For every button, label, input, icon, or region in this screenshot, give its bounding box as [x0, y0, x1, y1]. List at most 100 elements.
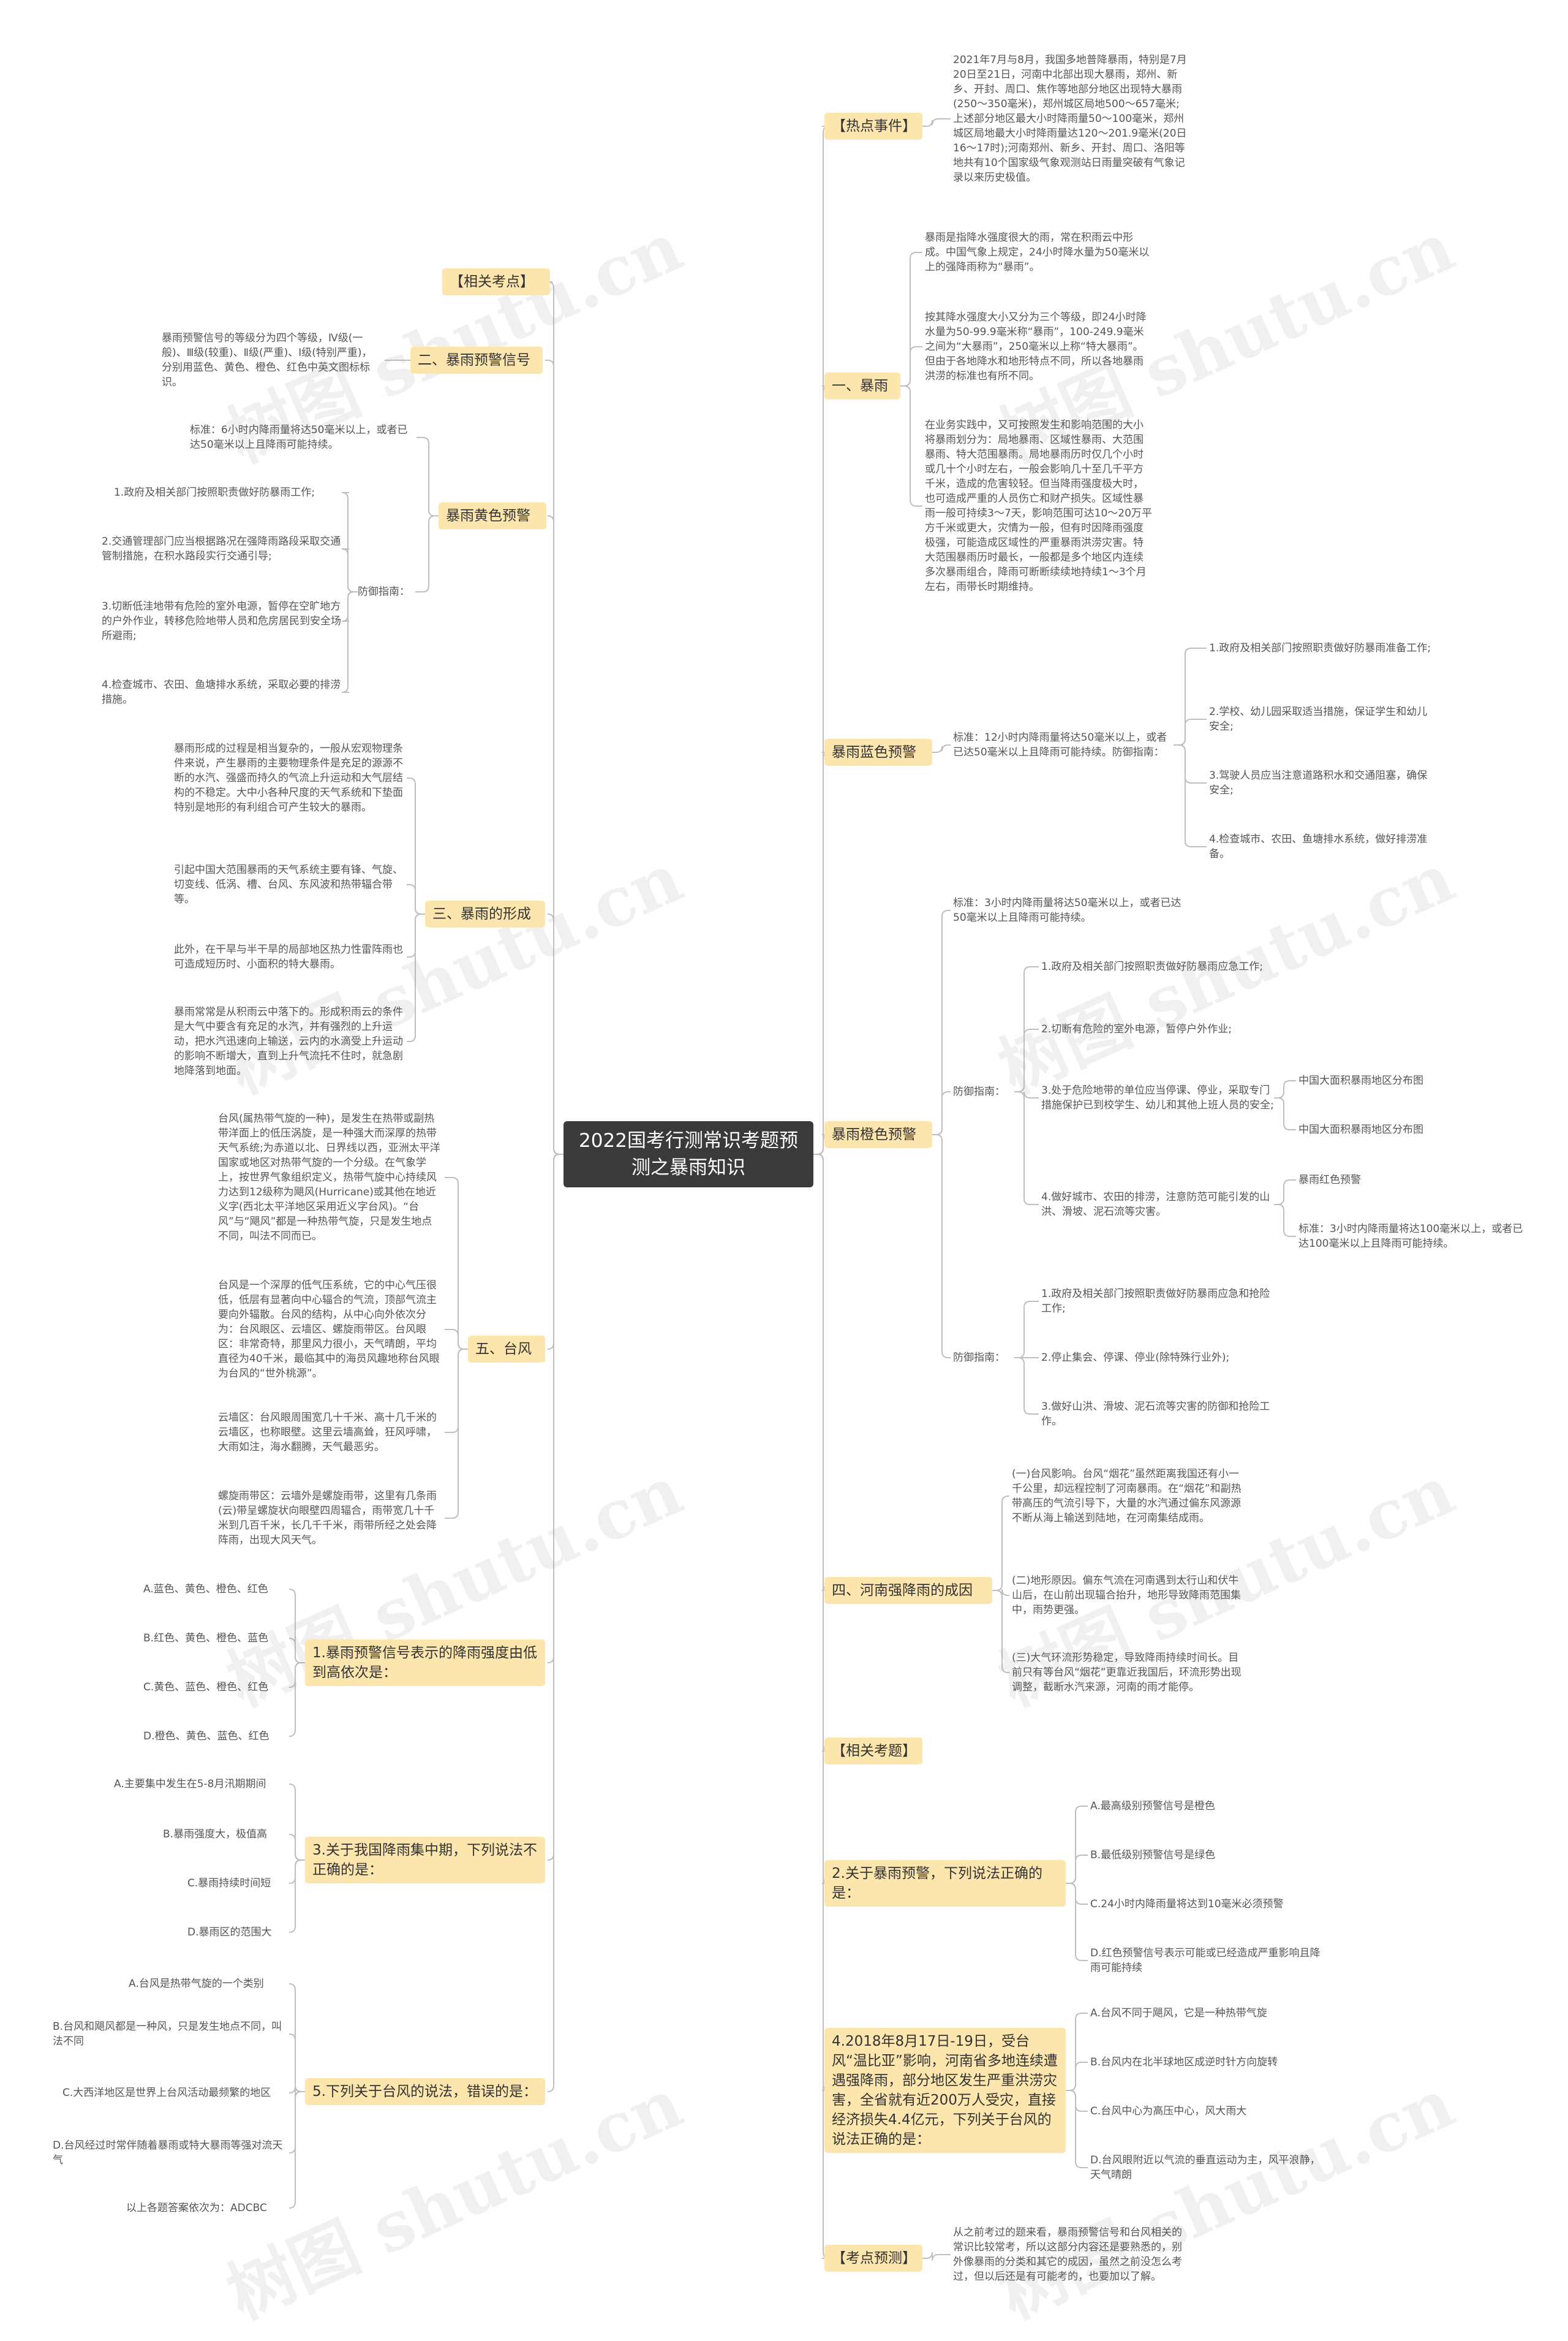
- connector: [992, 1590, 1009, 1673]
- question-option: C.台风中心为高压中心，风大雨大: [1090, 2105, 1247, 2117]
- orange-guide-label: 防御指南：: [953, 1086, 1005, 1098]
- connector: [932, 744, 951, 753]
- connector: [1066, 1855, 1088, 1884]
- question-option: B.台风内在北半球地区成逆时针方向旋转: [1090, 2056, 1278, 2068]
- connector: [1014, 1301, 1039, 1358]
- question-option: C.黄色、蓝色、橙色、红色: [143, 1681, 269, 1693]
- branch-related-points[interactable]: 【相关考点】: [442, 268, 550, 295]
- yellow-standard: 标准：6小时内降雨量将达50毫米以上，或者已达50毫米以上且降雨可能持续。: [190, 424, 408, 451]
- question-option: C.大西洋地区是世界上台风活动最频繁的地区: [62, 2087, 271, 2099]
- forecast-text: 从之前考过的题来看，暴雨预警信号和台风相关的常识比较常考，所以这部分内容还是要熟…: [953, 2226, 1182, 2283]
- branch-typhoon[interactable]: 五、台风: [468, 1336, 545, 1363]
- yellow-guide-item: 2.交通管理部门应当根据路况在强降雨路段采取交通管制措施，在积水路段实行交通引导…: [102, 535, 341, 562]
- orange-guide2-label: 防御指南：: [953, 1352, 1005, 1364]
- connector: [288, 1983, 305, 2092]
- branch-blue-warning[interactable]: 暴雨蓝色预警: [824, 739, 932, 766]
- connector: [900, 385, 922, 507]
- connector: [547, 1154, 564, 1663]
- formation-text: 此外，在干旱与半干旱的局部地区热力性雷阵雨也可造成短历时、小面积的特大暴雨。: [174, 944, 403, 970]
- connector: [288, 2091, 305, 2154]
- question-option: A.主要集中发生在5-8月汛期期间: [114, 1778, 266, 1790]
- branch-hot-event[interactable]: 【热点事件】: [824, 113, 922, 140]
- connector: [813, 1154, 830, 2091]
- red-warning-label: 暴雨红色预警: [1298, 1174, 1361, 1186]
- connector: [288, 1638, 305, 1663]
- question-option: C.暴雨持续时间短: [187, 1877, 271, 1889]
- question-option: B.红色、黄色、橙色、蓝色: [143, 1632, 269, 1644]
- branch-question-1[interactable]: 1.暴雨预警信号表示的降雨强度由低到高依次是：: [305, 1639, 545, 1686]
- question-option: B.最低级别预警信号是绿色: [1090, 1849, 1216, 1861]
- connector: [445, 1329, 468, 1350]
- blue-standard: 标准：12小时内降雨量将达50毫米以上，或者已达50毫米以上且降雨可能持续。防御…: [953, 732, 1167, 758]
- connector: [288, 1859, 305, 1884]
- question-option: A.台风不同于飓风，它是一种热带气旋: [1090, 2007, 1267, 2019]
- root-topic[interactable]: 2022国考行测常识考题预测之暴雨知识: [564, 1121, 813, 1187]
- question-option: D.台风眼附近以气流的垂直运动为主，风平浪静，天气晴朗: [1090, 2154, 1321, 2181]
- orange-guide-item: 3.处于危险地带的单位应当停课、停业，采取专门措施保护已到校学生、幼儿和其他上班…: [1041, 1084, 1274, 1111]
- connector: [813, 752, 830, 1155]
- connector: [1066, 2090, 1088, 2112]
- orange-guide-item: 4.做好城市、农田的排涝，注意防范可能引发的山洪、滑坡、泥石流等灾害。: [1041, 1191, 1270, 1218]
- connector: [288, 1662, 305, 1737]
- henan-cause-text: (三)大气环流形势稳定，导致降雨持续时间长。目前只有等台风“烟花”更靠近我国后，…: [1012, 1652, 1242, 1693]
- connector: [547, 913, 564, 1155]
- connector: [1066, 1883, 1088, 1905]
- connector: [1174, 744, 1207, 847]
- map-caption: 中国大面积暴雨地区分布图: [1298, 1075, 1423, 1087]
- branch-related-questions[interactable]: 【相关考题】: [824, 1738, 922, 1764]
- orange-standard: 标准：3小时内降雨量将达50毫米以上，或者已达50毫米以上且降雨可能持续。: [953, 897, 1182, 924]
- branch-yellow-warning[interactable]: 暴雨黄色预警: [439, 502, 546, 529]
- yellow-guide-item: 4.检查城市、农田、鱼塘排水系统，采取必要的排涝措施。: [102, 679, 341, 706]
- signal-text: 暴雨预警信号的等级分为四个等级，Ⅳ级(一般)、Ⅲ级(较重)、Ⅱ级(严重)、Ⅰ级(…: [162, 332, 372, 388]
- branch-rainstorm[interactable]: 一、暴雨: [824, 373, 900, 399]
- connector: [547, 515, 564, 1155]
- orange-guide2-item: 1.政府及相关部门按照职责做好防暴雨应急和抢险工作;: [1041, 1288, 1270, 1315]
- connector: [813, 385, 830, 1155]
- connector: [1274, 1179, 1296, 1205]
- connector: [445, 1348, 468, 1519]
- branch-question-4[interactable]: 4.2018年8月17日-19日，受台风“温比亚”影响，河南省多地连续遭遇强降雨…: [824, 2028, 1066, 2153]
- henan-cause-text: (一)台风影响。台风“烟花”虽然距离我国还有小一千公里，却远程控制了河南暴雨。在…: [1012, 1468, 1242, 1524]
- connector: [1174, 719, 1207, 746]
- connector: [813, 126, 830, 1155]
- connector: [932, 1091, 951, 1135]
- rainstorm-text: 暴雨是指降水强度很大的雨，常在积雨云中形成。中国气象上规定，24小时降水量为50…: [925, 232, 1150, 273]
- connector: [407, 884, 425, 915]
- question-option: A.最高级别预警信号是橙色: [1090, 1800, 1215, 1812]
- branch-orange-warning[interactable]: 暴雨橙色预警: [824, 1121, 932, 1148]
- connector: [1014, 1091, 1039, 1099]
- connector: [288, 1662, 305, 1688]
- connector: [922, 118, 951, 127]
- question-option: A.台风是热带气旋的一个类别: [129, 1978, 264, 1990]
- branch-forecast[interactable]: 【考点预测】: [824, 2245, 922, 2272]
- question-option: D.红色预警信号表示可能或已经造成严重影响且降雨可能持续: [1090, 1947, 1321, 1974]
- connector: [341, 591, 358, 693]
- connector: [547, 1154, 564, 2092]
- connector: [1066, 2013, 1088, 2091]
- question-option: D.橙色、黄色、蓝色、红色: [143, 1730, 270, 1742]
- connector: [1066, 2090, 1088, 2168]
- connector: [547, 1154, 564, 1861]
- branch-henan-causes[interactable]: 四、河南强降雨的成因: [824, 1577, 992, 1604]
- branch-question-5[interactable]: 5.下列关于台风的说法，错误的是：: [305, 2078, 545, 2105]
- branch-warning-signal[interactable]: 二、暴雨预警信号: [410, 347, 543, 374]
- rainstorm-text: 在业务实践中，又可按照发生和影响范围的大小将暴雨划分为：局地暴雨、区域性暴雨、大…: [925, 419, 1152, 593]
- yellow-guide-item: 3.切断低洼地带有危险的室外电源，暂停在空旷地方的户外作业，转移危险地带人员和危…: [102, 600, 341, 642]
- orange-guide2-item: 3.做好山洪、滑坡、泥石流等灾害的防御和抢险工作。: [1041, 1401, 1270, 1428]
- connector: [288, 2033, 305, 2092]
- connector: [992, 1496, 1009, 1591]
- connector: [1066, 2062, 1088, 2091]
- branch-rainstorm-formation[interactable]: 三、暴雨的形成: [425, 901, 545, 928]
- yellow-guide-item: 1.政府及相关部门按照职责做好防暴雨工作;: [114, 486, 315, 499]
- connector: [900, 346, 922, 387]
- typhoon-text: 螺旋雨带区：云墙外是螺旋雨带，这里有几条雨(云)带呈螺旋状向眼壁四周辐合，雨带宽…: [218, 1490, 437, 1546]
- formation-text: 引起中国大范围暴雨的天气系统主要有锋、气旋、切变线、低涡、槽、台风、东风波和热带…: [174, 864, 403, 906]
- question-option: B.暴雨强度大，极值高: [163, 1828, 268, 1840]
- connector: [547, 281, 564, 1155]
- branch-question-3[interactable]: 3.关于我国降雨集中期，下列说法不正确的是：: [305, 1837, 545, 1883]
- connector: [813, 1154, 830, 1752]
- question-option: B.台风和飓风都是一种风，只是发生地点不同，叫法不同: [53, 2021, 282, 2048]
- connector: [813, 1154, 830, 1884]
- branch-question-2[interactable]: 2.关于暴雨预警，下列说法正确的是：: [824, 1860, 1066, 1907]
- question-option: A.蓝色、黄色、橙色、红色: [143, 1583, 268, 1595]
